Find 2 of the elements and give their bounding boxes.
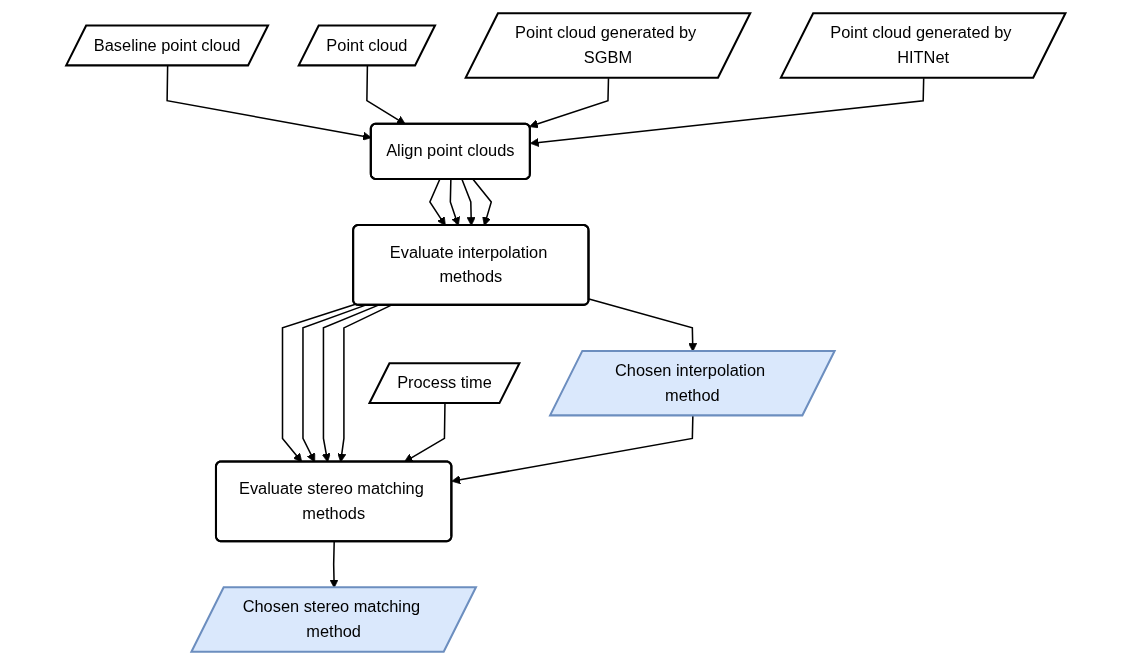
arrow <box>166 64 372 141</box>
arrow <box>451 414 694 484</box>
